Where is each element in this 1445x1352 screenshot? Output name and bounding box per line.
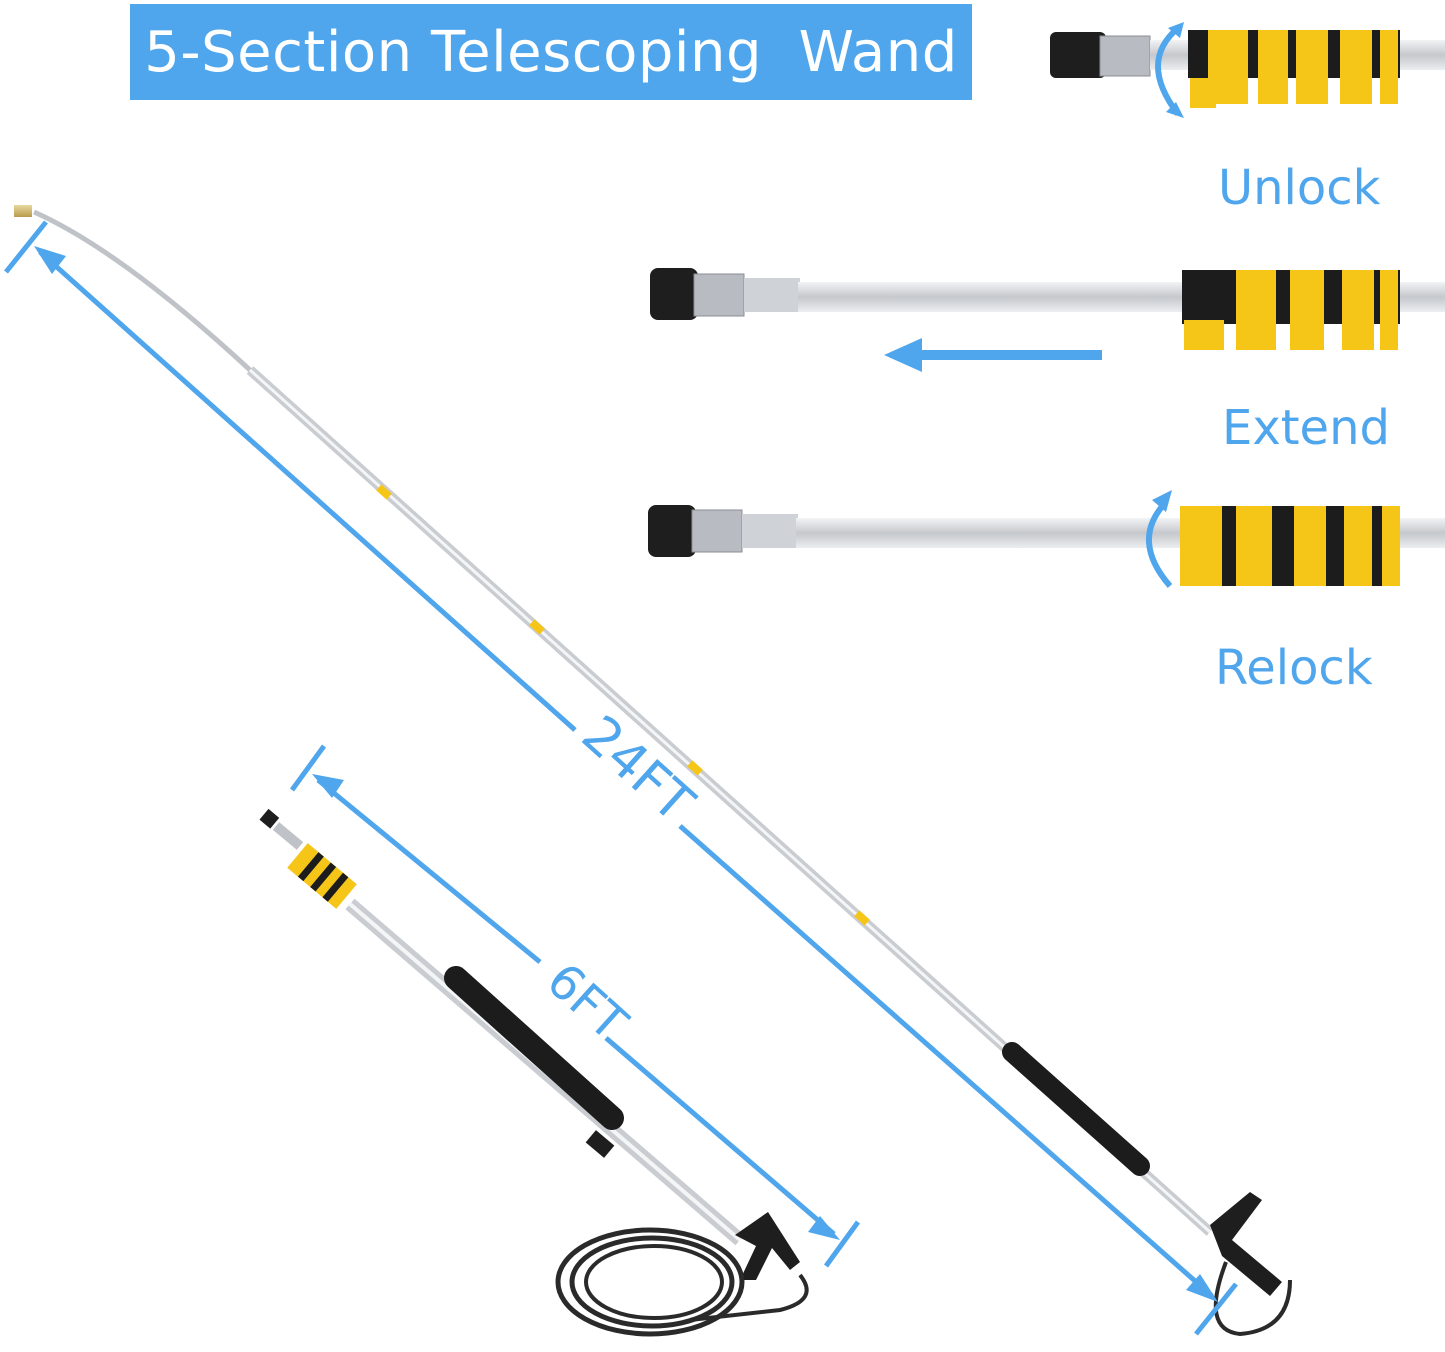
trigger-gun: [1210, 1192, 1282, 1296]
dimension-label-6ft: 6FT: [536, 952, 638, 1052]
page-title: 5-Section Telescoping Wand: [144, 19, 958, 85]
quick-connect-nut: [650, 268, 698, 320]
step-label-relock: Relock: [1215, 640, 1373, 696]
unlock-step-image: [1050, 22, 1445, 118]
lock-clips: [1188, 30, 1400, 108]
dimension-line-6ft: 6FT: [289, 744, 861, 1268]
extend-step-image: [650, 268, 1445, 372]
quick-connect-nut: [648, 505, 696, 557]
rotate-arrow-icon: [1155, 25, 1181, 116]
lock-clips: [1180, 506, 1400, 586]
lock-clips: [287, 843, 357, 909]
fitting: [1099, 35, 1151, 77]
collapsed-wand: [259, 808, 809, 1337]
hose-coil: [555, 1227, 745, 1337]
foam-grip: [444, 966, 624, 1130]
title-banner: 5-Section Telescoping Wand: [130, 4, 972, 100]
rotate-arrow-icon: [1145, 499, 1173, 588]
quick-connect-nut: [1050, 32, 1106, 78]
step-label-extend: Extend: [1222, 400, 1390, 456]
foam-grip: [1002, 1042, 1150, 1176]
lock-clips: [1182, 270, 1400, 350]
relock-step-image: [648, 490, 1445, 588]
dimension-line-24ft: 24FT: [4, 220, 1238, 1336]
left-arrow-icon: [884, 338, 1102, 372]
extended-wand: [14, 205, 1292, 1337]
step-label-unlock: Unlock: [1218, 160, 1381, 216]
trigger-gun: [735, 1212, 800, 1280]
